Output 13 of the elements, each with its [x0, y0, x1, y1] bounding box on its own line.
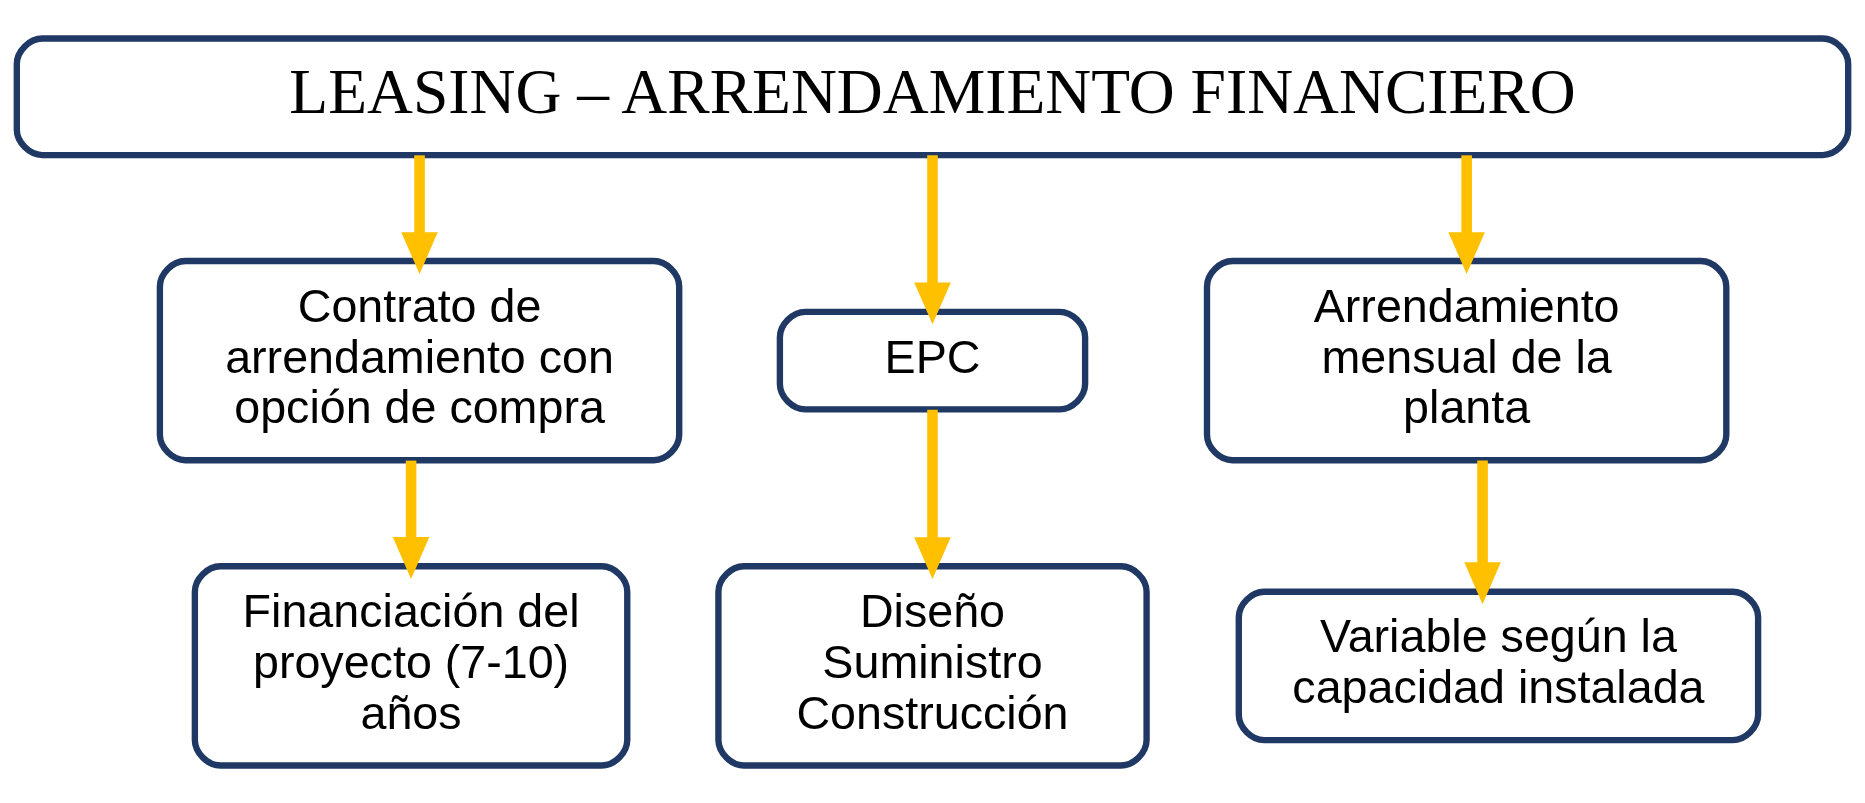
node-box: LEASING – ARRENDAMIENTO FINANCIERO — [13, 34, 1852, 158]
node-box: Contrato de arrendamiento con opción de compra — [156, 257, 683, 463]
arrow — [401, 154, 438, 274]
node-box: EPC — [776, 308, 1089, 413]
node-box: Variable según la capacidad instalada — [1235, 588, 1762, 743]
arrow — [914, 154, 951, 324]
node-box: Financiación del proyecto (7-10) años — [191, 562, 631, 769]
arrow — [1464, 460, 1501, 604]
node-box: Arrendamiento mensual de la planta — [1203, 257, 1730, 463]
arrow — [392, 460, 430, 579]
arrow — [914, 409, 951, 579]
node-box: Diseño Suministro Construcción — [715, 562, 1150, 769]
arrow — [1448, 154, 1485, 274]
